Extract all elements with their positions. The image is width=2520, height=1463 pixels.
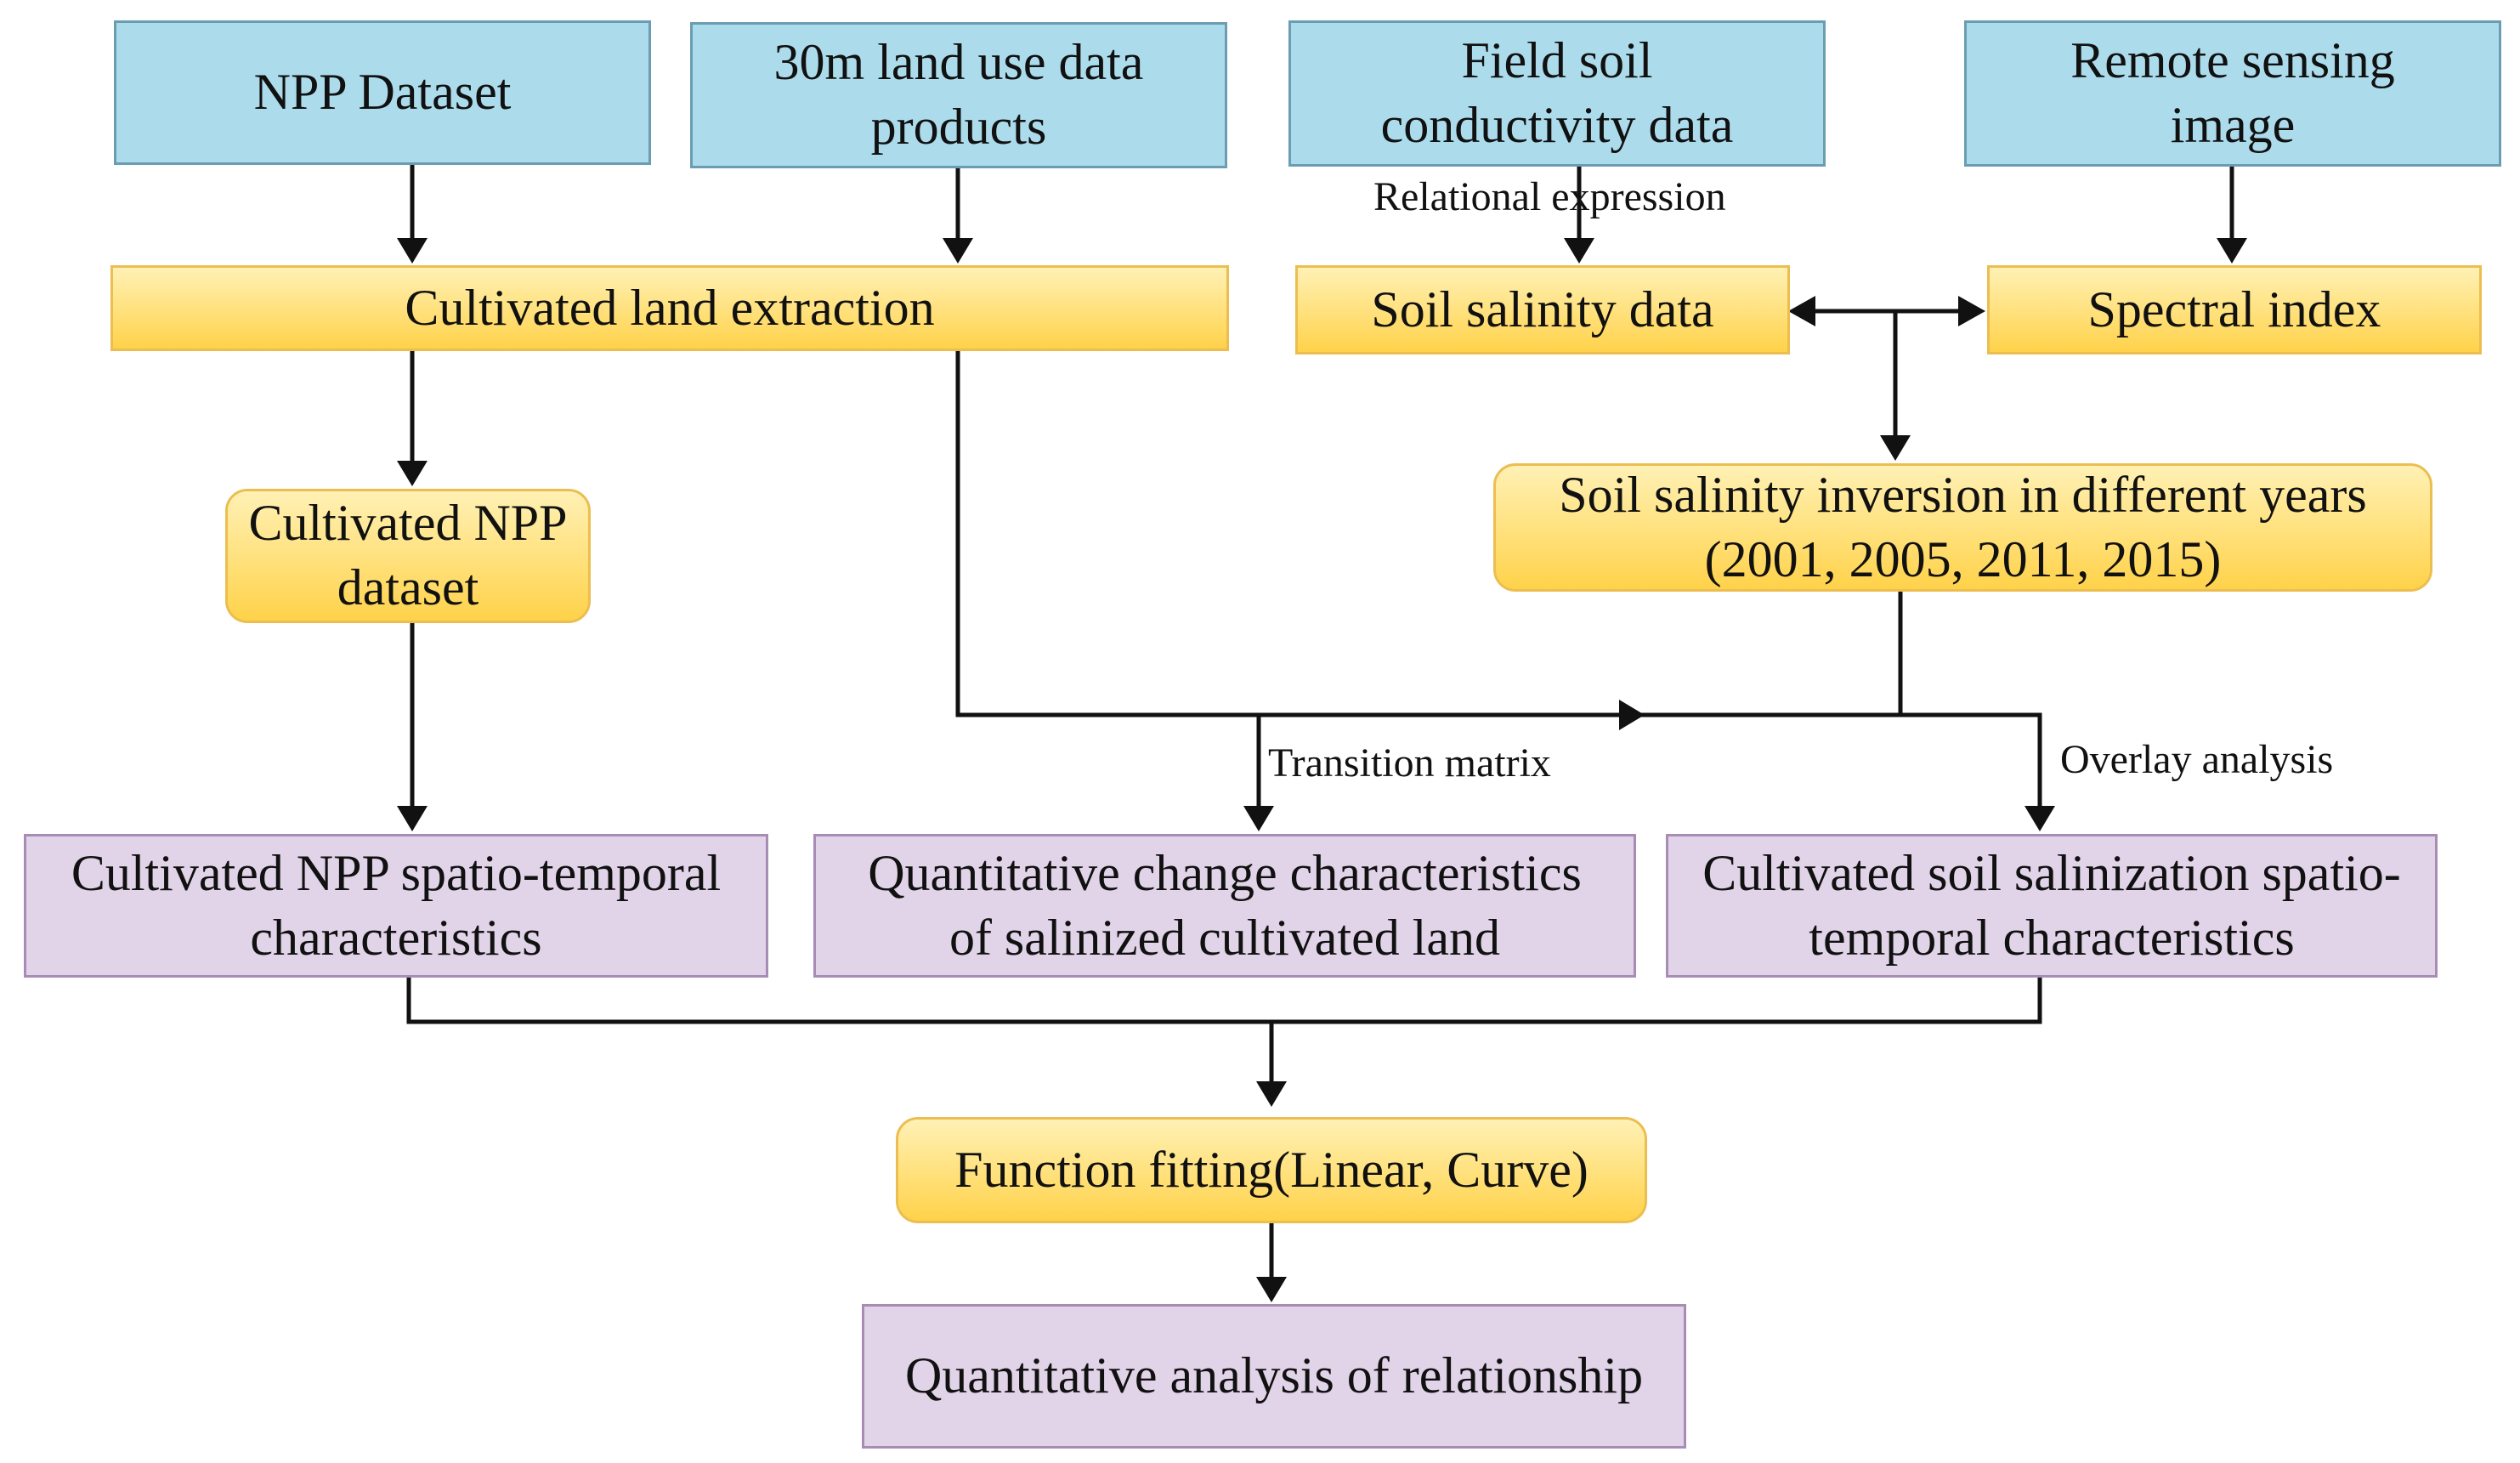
cultivated-npp-box: Cultivated NPP dataset	[225, 489, 591, 623]
spectral-index-box: Spectral index	[1987, 265, 2482, 354]
npp-characteristics-box: Cultivated NPP spatio-temporal character…	[24, 834, 768, 978]
quantitative-change-box: Quantitative change characteristics of s…	[813, 834, 1636, 978]
edge-inversion-route	[1628, 592, 1903, 717]
field-soil-box: Field soil conductivity data	[1288, 20, 1826, 167]
relational-expression-label: Relational expression	[1373, 174, 1726, 219]
salinity-inversion-label: Soil salinity inversion in different yea…	[1559, 463, 2366, 592]
land-use-line-2: products	[870, 99, 1047, 155]
relationship-box: Quantitative analysis of relationship	[862, 1304, 1686, 1449]
arrowhead	[397, 238, 428, 264]
remote-sensing-line-2: image	[2170, 97, 2296, 153]
field-soil-line-2: conductivity data	[1380, 97, 1734, 153]
cultivated-npp-label: Cultivated NPP dataset	[248, 491, 567, 620]
edge-merge	[406, 978, 2042, 1024]
cultivated-npp-line-1: Cultivated NPP	[248, 495, 568, 552]
edge-to-salinchar	[1900, 712, 2042, 814]
field-soil-line-1: Field soil	[1461, 32, 1653, 89]
arrowhead	[397, 806, 428, 831]
arrowhead	[1880, 435, 1911, 461]
relationship-label: Quantitative analysis of relationship	[904, 1347, 1644, 1404]
land-use-box: 30m land use data products	[690, 22, 1227, 168]
cultivated-extraction-label: Cultivated land extraction	[405, 279, 935, 336]
edge-extraction-route	[955, 351, 1628, 717]
arrowhead	[943, 238, 973, 264]
npp-dataset-label: NPP Dataset	[253, 64, 512, 121]
arrowhead	[1243, 806, 1274, 831]
arrowhead	[1958, 296, 1985, 326]
salinity-inversion-line-1: Soil salinity inversion in different yea…	[1559, 466, 2367, 523]
arrowhead	[1256, 1081, 1287, 1107]
cultivated-extraction-box: Cultivated land extraction	[110, 265, 1229, 351]
salinization-characteristics-line-2: temporal characteristics	[1809, 909, 2295, 966]
salinization-characteristics-label: Cultivated soil salinization spatio- tem…	[1702, 842, 2401, 970]
arrowhead	[1788, 296, 1815, 326]
arrowhead	[1564, 238, 1594, 264]
land-use-label: 30m land use data products	[774, 31, 1144, 159]
remote-sensing-line-1: Remote sensing	[2070, 32, 2395, 89]
salinization-characteristics-box: Cultivated soil salinization spatio- tem…	[1666, 834, 2438, 978]
remote-sensing-label: Remote sensing image	[2070, 29, 2395, 157]
arrowhead	[1256, 1277, 1287, 1302]
overlay-analysis-label: Overlay analysis	[2060, 737, 2334, 782]
quantitative-change-line-1: Quantitative change characteristics	[868, 844, 1582, 901]
arrowhead	[397, 461, 428, 486]
arrowhead	[2217, 238, 2247, 264]
soil-salinity-box: Soil salinity data	[1295, 265, 1790, 354]
salinity-inversion-box: Soil salinity inversion in different yea…	[1493, 463, 2432, 592]
arrowhead	[2024, 806, 2055, 831]
remote-sensing-box: Remote sensing image	[1964, 20, 2501, 167]
salinity-inversion-line-2: (2001, 2005, 2011, 2015)	[1704, 530, 2222, 587]
npp-characteristics-line-1: Cultivated NPP spatio-temporal	[71, 844, 722, 901]
spectral-index-label: Spectral index	[2087, 281, 2381, 337]
land-use-line-1: 30m land use data	[773, 34, 1144, 91]
npp-dataset-box: NPP Dataset	[114, 20, 651, 165]
arrowhead	[1619, 700, 1645, 730]
quantitative-change-line-2: of salinized cultivated land	[949, 909, 1501, 966]
function-fitting-label: Function fitting(Linear, Curve)	[954, 1141, 1588, 1198]
function-fitting-box: Function fitting(Linear, Curve)	[896, 1117, 1647, 1223]
quantitative-change-label: Quantitative change characteristics of s…	[868, 842, 1582, 970]
cultivated-npp-line-2: dataset	[337, 559, 479, 615]
npp-characteristics-line-2: characteristics	[250, 909, 542, 966]
npp-characteristics-label: Cultivated NPP spatio-temporal character…	[71, 842, 721, 970]
field-soil-label: Field soil conductivity data	[1381, 29, 1734, 157]
salinization-characteristics-line-1: Cultivated soil salinization spatio-	[1702, 844, 2401, 901]
soil-salinity-label: Soil salinity data	[1371, 281, 1714, 337]
transition-matrix-label: Transition matrix	[1268, 740, 1551, 785]
